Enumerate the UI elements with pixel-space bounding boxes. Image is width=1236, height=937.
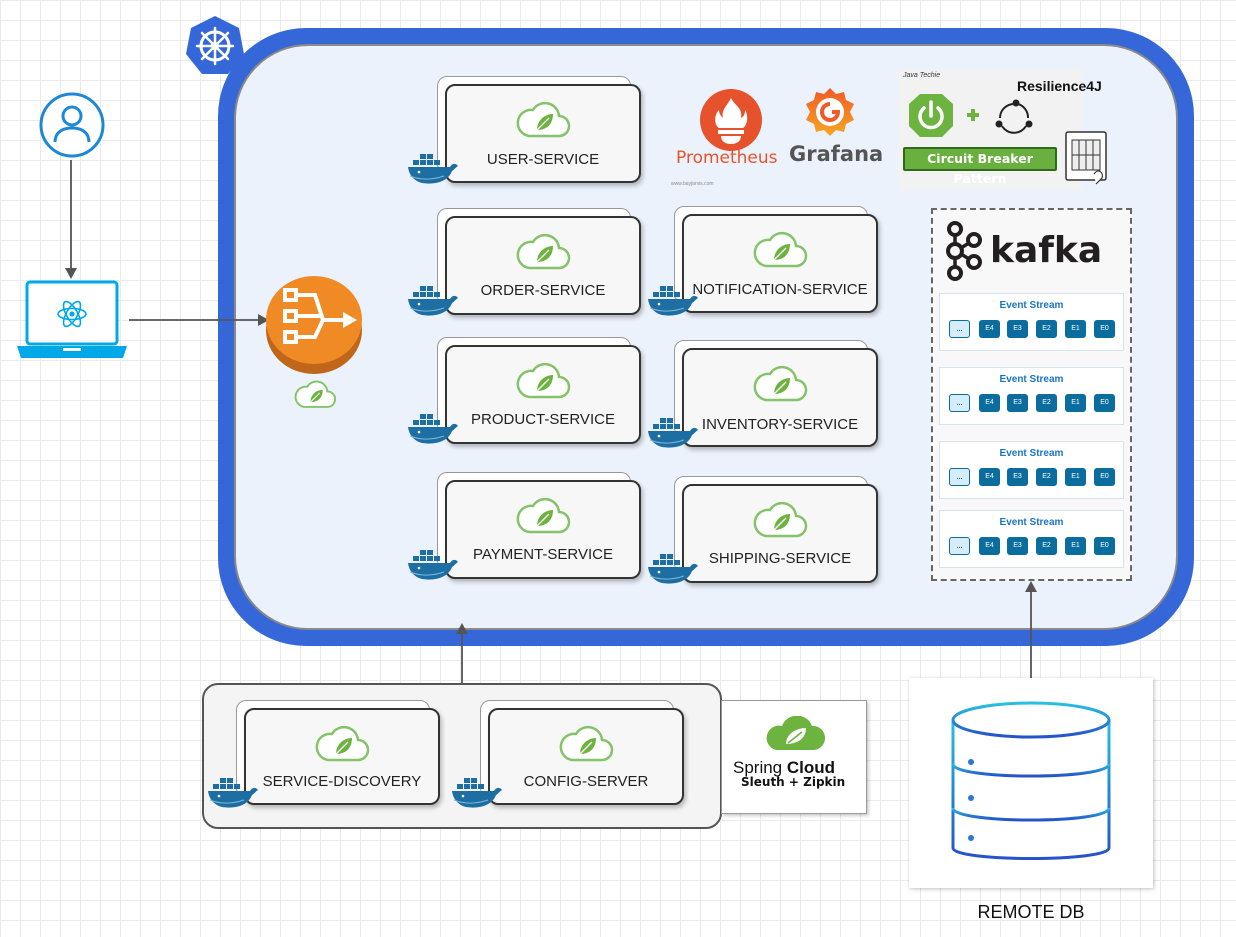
docker-icon	[207, 777, 259, 809]
config-server-card[interactable]: CONFIG-SERVER	[488, 708, 684, 805]
react-client-laptop-icon	[17, 280, 127, 358]
event-stream-title: Event Stream	[999, 448, 1064, 459]
event-e0: E0	[1094, 468, 1115, 486]
product-service-card[interactable]: PRODUCT-SERVICE	[445, 345, 641, 444]
sleuth-zipkin-label: Sleuth + Zipkin	[741, 775, 846, 789]
prometheus-label: Prometheus	[676, 148, 778, 168]
kafka-icon	[946, 221, 982, 281]
event-e2: E2	[1036, 468, 1057, 486]
service-label: ORDER-SERVICE	[480, 282, 606, 299]
notification-service-card[interactable]: NOTIFICATION-SERVICE	[682, 214, 878, 313]
service-label: SHIPPING-SERVICE	[708, 550, 852, 567]
spring-boot-icon	[559, 725, 614, 762]
event-e0: E0	[1094, 320, 1115, 338]
event-e0: E0	[1094, 394, 1115, 412]
event-more: ...	[949, 394, 970, 412]
event-e4: E4	[979, 537, 1000, 555]
event-e0: E0	[1094, 537, 1115, 555]
user-icon	[39, 92, 105, 158]
inventory-service-card[interactable]: INVENTORY-SERVICE	[682, 348, 878, 447]
docker-icon	[407, 549, 459, 581]
cloud-word: Cloud	[786, 758, 836, 777]
event-e1: E1	[1065, 394, 1086, 412]
shipping-service-card[interactable]: SHIPPING-SERVICE	[682, 484, 878, 583]
event-e1: E1	[1065, 468, 1086, 486]
docker-icon	[407, 413, 459, 445]
service-label: NOTIFICATION-SERVICE	[692, 281, 868, 298]
spring-boot-icon	[753, 501, 808, 538]
service-label: SERVICE-DISCOVERY	[262, 773, 422, 790]
spring-boot-icon	[753, 231, 808, 268]
event-more: ...	[949, 320, 970, 338]
service-label: PAYMENT-SERVICE	[472, 546, 614, 563]
event-e4: E4	[979, 320, 1000, 338]
docker-icon	[647, 285, 699, 317]
service-label: INVENTORY-SERVICE	[701, 416, 859, 433]
author-label: Java Techie	[903, 72, 941, 79]
service-label: USER-SERVICE	[486, 151, 600, 168]
event-stream-title: Event Stream	[999, 374, 1064, 385]
spring-boot-icon	[315, 725, 370, 762]
spring-boot-icon	[516, 497, 571, 534]
spring-boot-icon	[753, 365, 808, 402]
event-stream-title: Event Stream	[999, 517, 1064, 528]
event-e2: E2	[1036, 394, 1057, 412]
spring-boot-icon	[516, 101, 571, 138]
docker-icon	[647, 553, 699, 585]
event-more: ...	[949, 537, 970, 555]
service-label: CONFIG-SERVER	[523, 773, 649, 790]
database-icon	[951, 701, 1111, 860]
spring-word: Spring	[733, 758, 783, 777]
gateway-spring-icon	[294, 380, 337, 409]
event-stream: Event Stream ... E4 E3 E2 E1 E0	[939, 510, 1124, 568]
docker-icon	[407, 285, 459, 317]
circuit-breaker-pattern-label: Circuit Breaker Pattern	[903, 147, 1057, 186]
event-stream: Event Stream ... E4 E3 E2 E1 E0	[939, 441, 1124, 499]
plus-icon	[967, 109, 979, 121]
breaker-panel-icon	[1065, 131, 1107, 185]
event-e1: E1	[1065, 320, 1086, 338]
kubernetes-icon	[186, 16, 244, 74]
service-label: PRODUCT-SERVICE	[471, 411, 615, 428]
grafana-icon	[806, 88, 854, 136]
spring-boot-icon	[516, 233, 571, 270]
service-discovery-card[interactable]: SERVICE-DISCOVERY	[244, 708, 440, 805]
api-gateway-icon	[266, 276, 362, 374]
event-stream-title: Event Stream	[999, 300, 1064, 311]
event-e4: E4	[979, 394, 1000, 412]
event-e2: E2	[1036, 537, 1057, 555]
payment-service-card[interactable]: PAYMENT-SERVICE	[445, 480, 641, 579]
event-e3: E3	[1007, 320, 1028, 338]
remote-db-label: REMOTE DB	[977, 902, 1085, 922]
event-stream: Event Stream ... E4 E3 E2 E1 E0	[939, 293, 1124, 351]
spring-cloud-title: Spring Cloud	[733, 758, 835, 778]
event-more: ...	[949, 468, 970, 486]
spring-cloud-icon	[766, 716, 825, 750]
event-e3: E3	[1007, 468, 1028, 486]
event-e4: E4	[979, 468, 1000, 486]
spring-boot-icon	[516, 362, 571, 399]
grafana-label: Grafana	[789, 142, 884, 166]
order-service-card[interactable]: ORDER-SERVICE	[445, 216, 641, 315]
event-e2: E2	[1036, 320, 1057, 338]
event-stream: Event Stream ... E4 E3 E2 E1 E0	[939, 367, 1124, 425]
event-e3: E3	[1007, 537, 1028, 555]
event-e1: E1	[1065, 537, 1086, 555]
user-service-card[interactable]: USER-SERVICE	[445, 84, 641, 183]
kafka-label: kafka	[990, 230, 1103, 271]
docker-icon	[407, 153, 459, 185]
circuit-breaker-icon	[995, 99, 1033, 134]
resilience4j-title: Resilience4J	[1017, 78, 1102, 94]
prometheus-icon	[700, 89, 762, 151]
docker-icon	[451, 777, 503, 809]
event-e3: E3	[1007, 394, 1028, 412]
spring-boot-power-icon	[909, 94, 953, 137]
prometheus-caption: www.bayjarvis.com	[671, 181, 714, 187]
docker-icon	[647, 417, 699, 449]
